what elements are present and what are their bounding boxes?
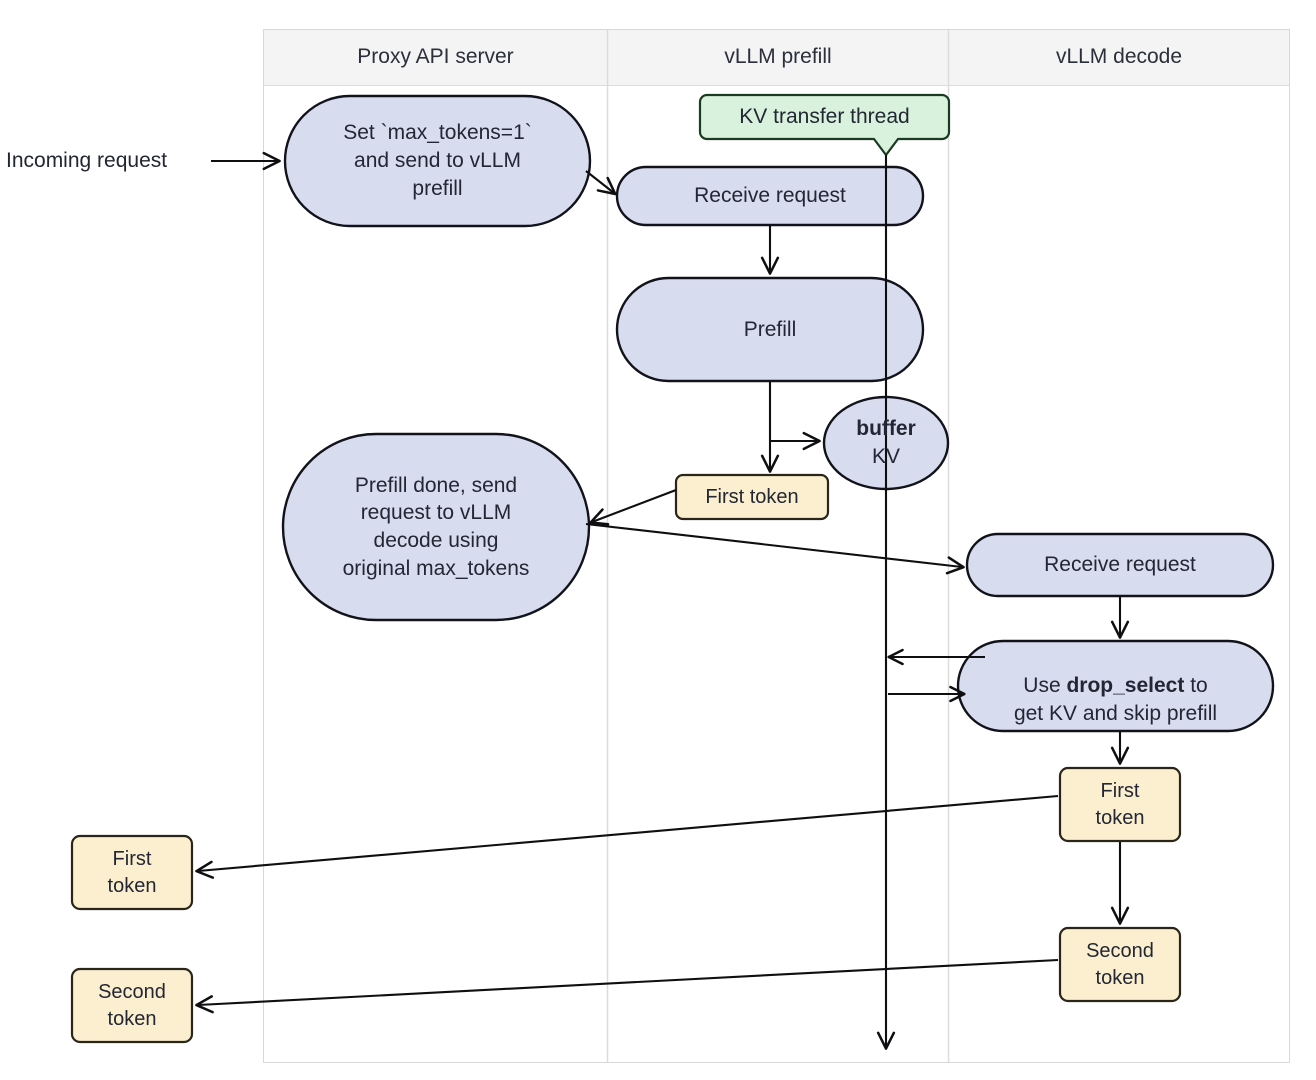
edge-decode-second-to-proxy-second	[195, 958, 1059, 1014]
edge-prefill-done-to-decode-receive	[585, 522, 965, 575]
edge-layer	[195, 151, 1130, 1050]
node-proxy-second-token-shape	[70, 967, 194, 1044]
node-set-max-tokens-shape	[283, 94, 592, 228]
node-prefill-shape	[615, 276, 925, 383]
node-prefill-done-shape	[281, 432, 591, 622]
edge-decode-first-to-proxy-first	[195, 794, 1059, 879]
node-kv-transfer-thread-shape	[698, 93, 951, 157]
edge-set-to-receive	[585, 170, 617, 196]
node-drop-select-shape	[956, 639, 1275, 733]
edge-first-token-to-prefill-done	[589, 489, 677, 526]
node-prefill-receive-request-shape	[615, 165, 925, 227]
node-decode-first-token-shape	[1058, 766, 1182, 843]
node-prefill-first-token-shape	[674, 473, 830, 521]
node-decode-receive-request-shape	[965, 532, 1275, 598]
node-decode-second-token-shape	[1058, 926, 1182, 1003]
node-proxy-first-token-shape	[70, 834, 194, 911]
